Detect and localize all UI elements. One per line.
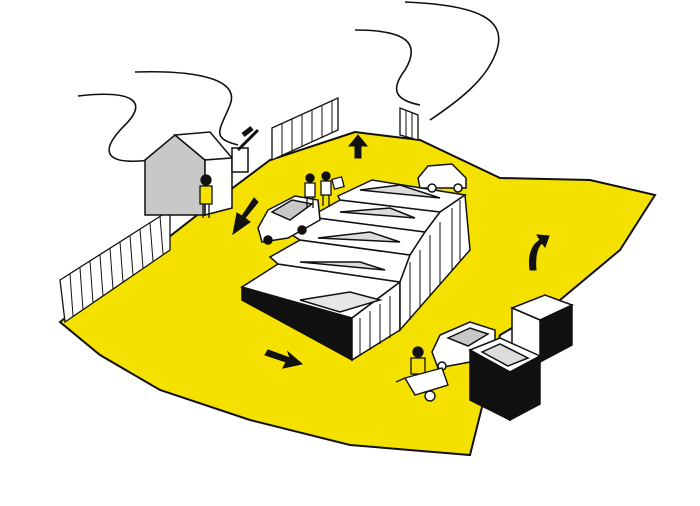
fence-back-right [399, 107, 419, 141]
waste-container-icon [336, 179, 467, 213]
car-icon [257, 195, 321, 245]
direction-arrow-icon [264, 349, 304, 369]
direction-arrow-icon [232, 197, 259, 236]
car-icon [417, 163, 467, 193]
fence-back [271, 96, 339, 162]
road-line-3 [354, 29, 421, 106]
waste-container-row [240, 179, 471, 362]
waste-container-icon [468, 337, 542, 422]
direction-arrows [232, 134, 550, 369]
wheelbarrow-icon [395, 367, 449, 402]
barrier-gate-icon [231, 126, 260, 173]
fence-left [59, 208, 171, 324]
waste-container-icon [240, 263, 402, 362]
kiosk-hut-icon [144, 131, 234, 216]
road-line-2 [134, 70, 239, 146]
direction-arrow-icon [347, 134, 369, 159]
person-icon [304, 173, 316, 208]
direction-arrow-icon [529, 234, 550, 271]
person-icon [320, 171, 345, 206]
road-line-4 [404, 1, 500, 121]
person-icon [199, 174, 213, 218]
